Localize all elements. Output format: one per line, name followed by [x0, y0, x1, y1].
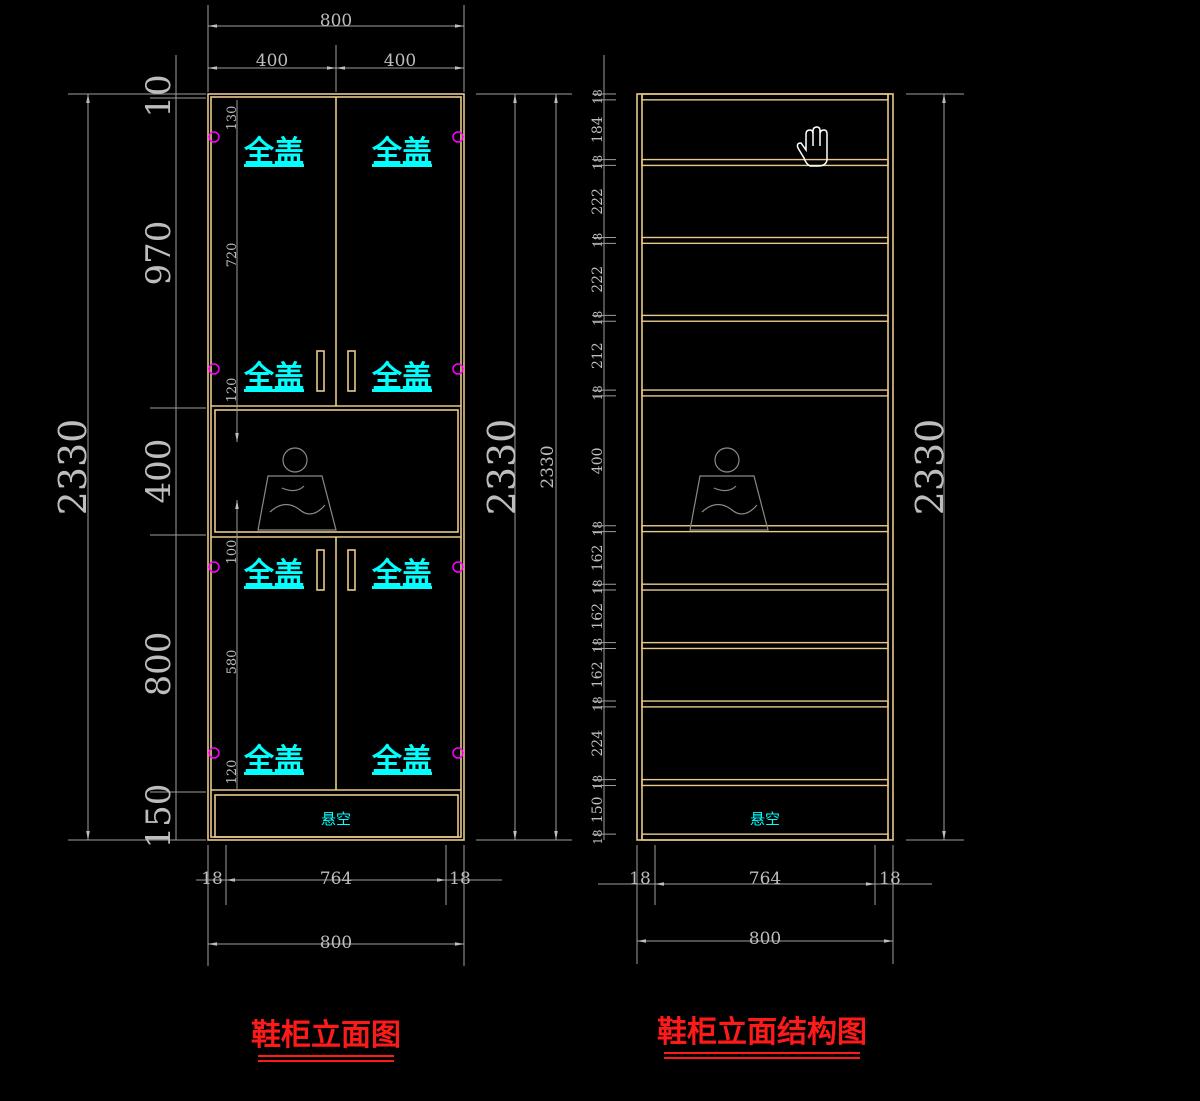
- left-seg-base-dim: 150: [139, 784, 179, 849]
- shelf-board: [641, 158, 889, 167]
- left-inner-upper-top-dim: 130: [225, 106, 240, 131]
- handbag-icon: [257, 447, 337, 531]
- segment-dim-label: 18: [591, 775, 605, 790]
- segment-dim-label: 18: [591, 829, 605, 844]
- shelf-board: [641, 314, 889, 322]
- base-note: 悬空: [750, 810, 780, 828]
- right-cabinet-body: [636, 93, 894, 841]
- left-inner-lower-top-dim: 100: [225, 540, 240, 565]
- left-bottom-side-left-dim: 18: [201, 869, 223, 889]
- right-bottom-total-dim: 800: [749, 929, 781, 949]
- segment-dim-label: 18: [591, 233, 605, 248]
- left-inner-lower-mid-dim: 580: [225, 650, 240, 675]
- left-seg-top-dim: 10: [139, 74, 179, 117]
- left-right-total-dim: 2330: [480, 419, 524, 516]
- right-height-total-dim: 2330: [908, 419, 952, 516]
- left-title: 鞋柜立面图: [251, 1018, 401, 1053]
- hinge-icon: [452, 363, 464, 375]
- hinge-icon: [452, 131, 464, 143]
- hinge-icon: [452, 561, 464, 573]
- shelf-board: [641, 236, 889, 245]
- segment-dim-label: 18: [591, 696, 605, 711]
- shelf-board: [641, 700, 889, 708]
- hand-cursor-icon: [796, 126, 828, 167]
- handle-lower-left: [316, 549, 325, 591]
- door-label: 全盖: [371, 743, 432, 778]
- left-side-dimensions: [68, 55, 206, 841]
- segment-dim-label: 150: [590, 796, 606, 823]
- segment-dim-label: 400: [590, 447, 606, 474]
- left-inner-lower-bottom-dim: 120: [225, 760, 240, 785]
- handbag-icon: [689, 447, 769, 531]
- right-bottom-side-right-dim: 18: [879, 869, 901, 889]
- base-note: 悬空: [321, 810, 351, 828]
- right-bottom-side-left-dim: 18: [629, 869, 651, 889]
- left-seg-lower-dim: 800: [139, 632, 179, 697]
- right-height-dimension: [906, 93, 964, 841]
- right-title: 鞋柜立面结构图: [657, 1015, 867, 1050]
- segment-dim-label: 18: [591, 155, 605, 170]
- shelf-board: [641, 778, 889, 787]
- segment-dim-label: 184: [590, 116, 606, 143]
- hinge-icon: [208, 363, 220, 375]
- segment-dim-label: 18: [591, 638, 605, 653]
- left-bottom-total-dim: 800: [320, 933, 352, 953]
- left-bottom-side-right-dim: 18: [449, 869, 471, 889]
- segment-dim-label: 224: [590, 730, 606, 757]
- segment-dim-label: 18: [591, 311, 605, 326]
- door-label: 全盖: [243, 360, 304, 395]
- hinge-icon: [208, 561, 220, 573]
- left-inner-upper-bottom-dim: 120: [225, 378, 240, 403]
- left-right-total-small-dim: 2330: [538, 445, 558, 488]
- hinge-icon: [452, 747, 464, 759]
- segment-dim-label: 18: [591, 579, 605, 594]
- segment-dim-label: 18: [591, 521, 605, 536]
- shelf-board: [641, 525, 889, 533]
- right-bottom-inner-dim: 764: [749, 869, 781, 889]
- left-right-dimensions: [476, 93, 572, 841]
- hinge-icon: [208, 131, 220, 143]
- right-bottom-dimensions: [598, 845, 932, 964]
- left-top-half-left-dim: 400: [256, 51, 288, 71]
- left-top-total-dim: 800: [320, 11, 352, 31]
- segment-dim-label: 162: [590, 545, 606, 572]
- shelf-board: [641, 833, 889, 841]
- segment-dim-label: 222: [590, 188, 606, 215]
- segment-dim-label: 162: [590, 603, 606, 630]
- right-segment-dimensions: 18 184 18 222 18 222 18 212 18 400 18 162 18 162 18 162…: [590, 89, 616, 845]
- door-label: 全盖: [243, 743, 304, 778]
- handle-upper-left: [316, 350, 325, 392]
- shelf-board: [641, 389, 889, 397]
- left-seg-upper-dim: 970: [139, 221, 179, 286]
- right-shelves: [641, 93, 889, 841]
- left-height-total-dim: 2330: [51, 419, 95, 516]
- door-label: 全盖: [371, 557, 432, 592]
- right-structure: 悬空 1818418222182221821218400181621816218…: [590, 55, 964, 1059]
- left-bottom-inner-dim: 764: [320, 869, 352, 889]
- door-label: 全盖: [243, 135, 304, 170]
- hinge-icon: [208, 747, 220, 759]
- segment-dim-label: 162: [590, 661, 606, 688]
- door-label: 全盖: [371, 360, 432, 395]
- handle-upper-right: [347, 350, 356, 392]
- left-inner-upper-mid-dim: 720: [225, 243, 240, 268]
- shelf-board: [641, 583, 889, 591]
- handle-lower-right: [347, 549, 356, 591]
- segment-dim-label: 222: [590, 266, 606, 293]
- shelf-board: [641, 93, 889, 101]
- left-hinges: [208, 131, 464, 759]
- left-bottom-dimensions: [196, 845, 502, 966]
- left-seg-open-dim: 400: [139, 439, 179, 504]
- left-top-dimensions: [207, 5, 465, 92]
- segment-dim-label: 212: [590, 342, 606, 369]
- left-elevation: 800 400 400 2330 10 970 400 800 150: [51, 5, 572, 1062]
- door-label: 全盖: [243, 557, 304, 592]
- shelf-board: [641, 641, 889, 650]
- left-cabinet-body: [207, 93, 465, 841]
- segment-dim-label: 18: [591, 385, 605, 400]
- left-top-half-right-dim: 400: [384, 51, 416, 71]
- segment-dim-label: 18: [591, 89, 605, 104]
- door-label: 全盖: [371, 135, 432, 170]
